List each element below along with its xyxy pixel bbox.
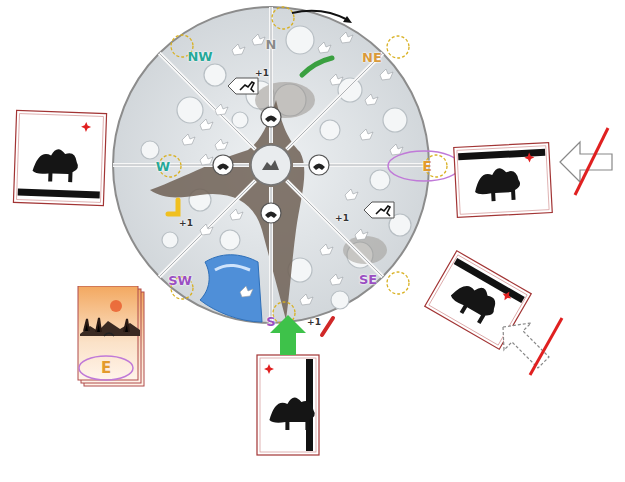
compass-label: S [266, 315, 275, 328]
spoke-line [159, 53, 255, 149]
centre-icon [262, 160, 279, 170]
animal-card [454, 143, 553, 218]
red-slash [575, 128, 608, 195]
animal-card [13, 110, 106, 205]
spoke-line [287, 181, 383, 277]
spokes [113, 7, 429, 323]
footprint-markers [182, 32, 403, 305]
spoke-line [159, 181, 255, 277]
track-icons [213, 107, 329, 223]
rotation-arrow [292, 11, 348, 20]
red-slash [530, 318, 562, 375]
bonus-label: +1 [307, 318, 321, 327]
spoke-line [287, 53, 383, 149]
compass-label: NE [362, 51, 382, 64]
runner-icon [240, 82, 254, 92]
card-stack: E [76, 286, 148, 388]
yellow-piece [168, 200, 178, 214]
compass-label: W [156, 160, 170, 173]
rotation-arrowhead [343, 16, 352, 23]
compass-label: N [266, 38, 277, 51]
highlight-ellipse [388, 151, 460, 181]
compass-label: SW [168, 274, 192, 287]
red-stick [322, 318, 333, 335]
rim-slots [159, 7, 447, 324]
compass-label: NW [187, 50, 212, 63]
river [200, 255, 262, 322]
green-stick [302, 58, 332, 75]
runner-tag [364, 202, 394, 218]
bonus-label: +1 [255, 69, 269, 78]
wolf-card [257, 355, 319, 455]
bonus-label: +1 [179, 219, 193, 228]
blocked-arrow [503, 323, 549, 368]
centre-disc [251, 145, 291, 185]
wheel-board [113, 7, 429, 323]
runner-icon [376, 206, 390, 216]
runner-tag [228, 78, 258, 94]
compass-label: SE [359, 273, 377, 286]
card-stack-art [76, 286, 148, 388]
card-direction: E [101, 361, 111, 376]
river-foam [215, 265, 250, 270]
compass-label: E [422, 159, 432, 173]
bonus-label: +1 [335, 214, 349, 223]
